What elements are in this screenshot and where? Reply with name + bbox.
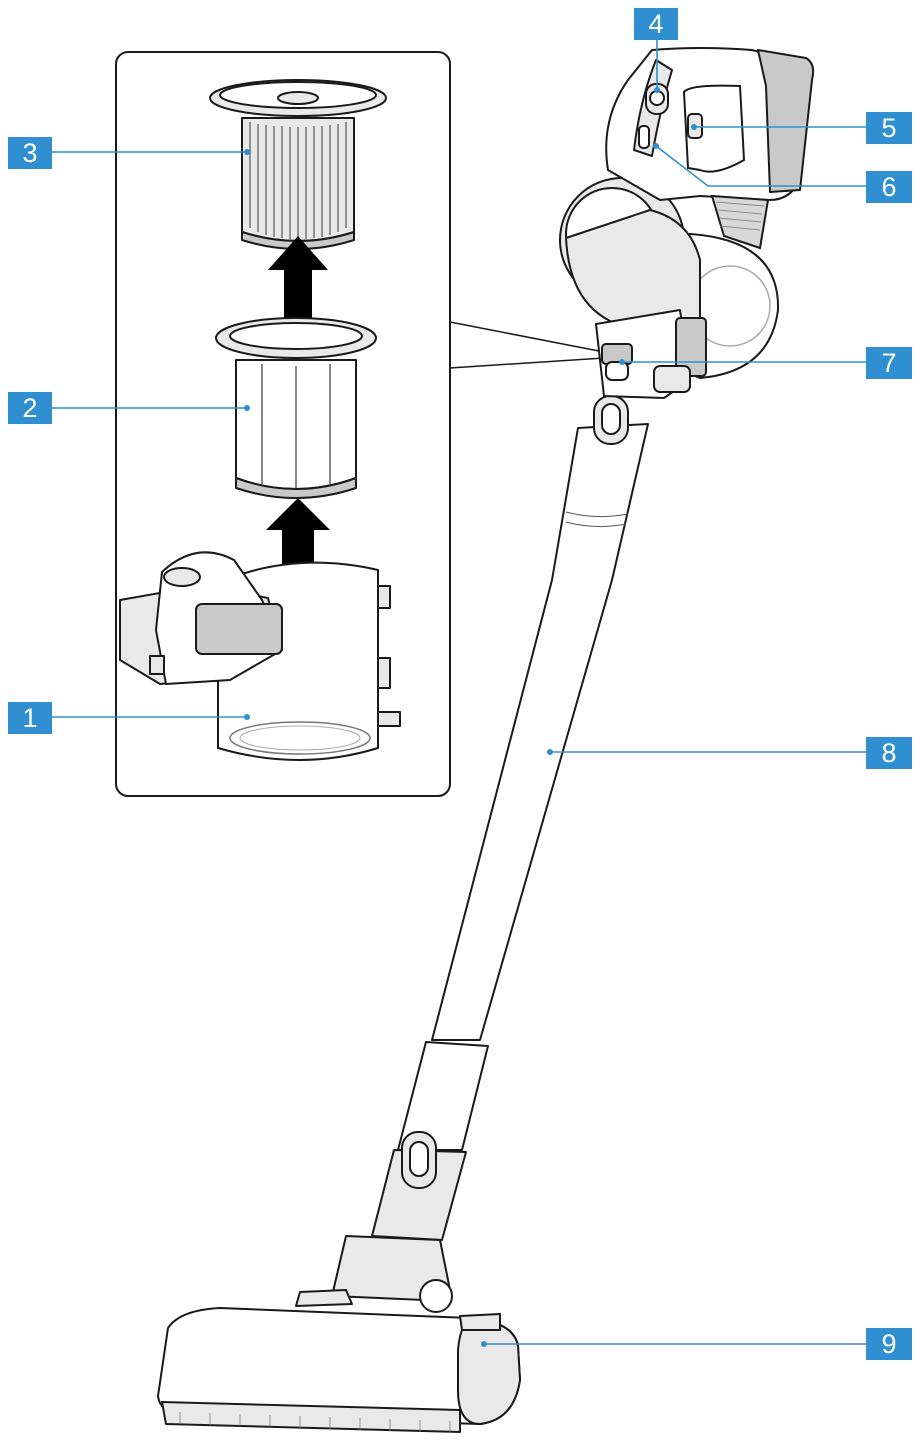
display-icon: [638, 125, 650, 149]
up-arrow-icon: [266, 498, 330, 580]
callout-4: 4: [634, 8, 678, 93]
callout-6: 6: [653, 143, 912, 203]
callout-label-7: 7: [881, 348, 896, 378]
callout-label-4: 4: [648, 9, 663, 39]
callout-7: 7: [619, 347, 912, 379]
callout-5: 5: [691, 112, 912, 144]
floor-nozzle: [157, 1235, 521, 1433]
up-arrow-icon: [268, 236, 328, 338]
vacuum-body: [559, 47, 815, 399]
callout-label-5: 5: [881, 113, 896, 143]
callout-label-1: 1: [22, 703, 37, 733]
callout-1: 1: [8, 702, 250, 734]
callout-label-6: 6: [881, 172, 896, 202]
suction-tube: [371, 423, 649, 1241]
callout-label-9: 9: [881, 1329, 896, 1359]
mesh-filter: [215, 317, 377, 499]
callout-9: 9: [481, 1328, 912, 1360]
pleated-filter: [209, 79, 387, 250]
callout-label-3: 3: [22, 138, 37, 168]
release-button-icon: [593, 395, 629, 445]
callout-label-2: 2: [22, 393, 37, 423]
callout-3: 3: [8, 137, 250, 169]
release-button-icon: [401, 1131, 437, 1189]
callout-label-8: 8: [881, 738, 896, 768]
callout-8: 8: [547, 737, 912, 769]
callout-2: 2: [8, 392, 250, 424]
bin-release-button: [601, 343, 633, 381]
dust-container: [119, 551, 401, 761]
